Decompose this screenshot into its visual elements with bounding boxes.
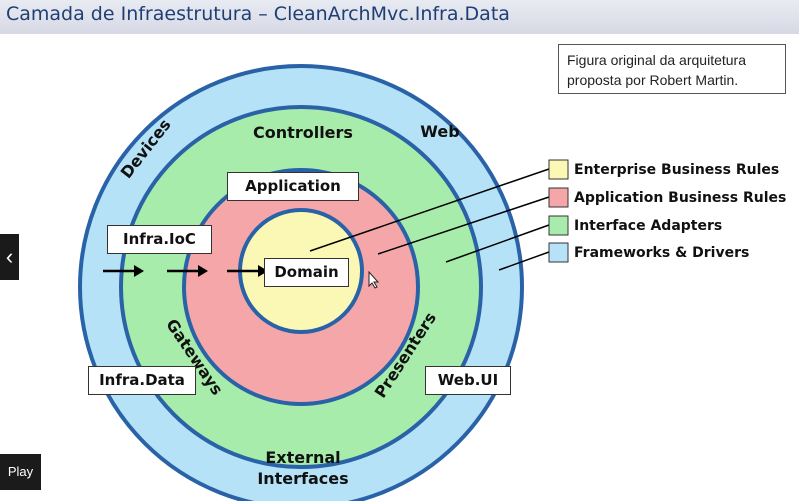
pointer-enterprise bbox=[309, 168, 550, 252]
legend-swatch-enterprise bbox=[548, 159, 569, 180]
figure-note: Figura original da arquitetura proposta … bbox=[558, 44, 786, 94]
ring-label-interfaces: Interfaces bbox=[257, 469, 348, 488]
pointer-interface bbox=[445, 224, 550, 263]
box-infra-data: Infra.Data bbox=[88, 366, 196, 395]
legend-label-application: Application Business Rules bbox=[574, 190, 786, 206]
figure-note-line2: proposta por Robert Martin. bbox=[567, 72, 739, 88]
arrow-head bbox=[258, 265, 268, 277]
title-bar: Camada de Infraestrutura – CleanArchMvc.… bbox=[0, 0, 799, 34]
box-domain: Domain bbox=[264, 258, 349, 287]
legend-label-frameworks: Frameworks & Drivers bbox=[574, 245, 749, 261]
legend-swatch-frameworks bbox=[548, 242, 569, 263]
box-infra-ioc: Infra.IoC bbox=[107, 225, 212, 254]
legend-label-interface: Interface Adapters bbox=[574, 218, 722, 234]
play-button[interactable]: Play bbox=[0, 454, 41, 490]
mouse-cursor-icon bbox=[368, 270, 380, 289]
legend-swatches bbox=[548, 159, 569, 263]
figure-note-line1: Figura original da arquitetura bbox=[567, 52, 746, 68]
ring-label-controllers: Controllers bbox=[253, 123, 353, 142]
arrow-head bbox=[134, 265, 144, 277]
box-application: Application bbox=[227, 172, 359, 201]
arrow-heads bbox=[134, 265, 268, 277]
legend-swatch-interface bbox=[548, 215, 569, 236]
legend-swatch-application bbox=[548, 187, 569, 208]
legend-pointer-lines bbox=[309, 168, 550, 271]
pointer-application bbox=[377, 196, 550, 255]
previous-slide-button[interactable]: ‹ bbox=[0, 234, 19, 280]
ring-label-external: External bbox=[265, 448, 340, 467]
box-web-ui: Web.UI bbox=[425, 366, 511, 395]
pointer-frameworks bbox=[498, 251, 550, 271]
ring-label-web: Web bbox=[420, 122, 459, 141]
chevron-left-icon: ‹ bbox=[5, 244, 14, 269]
arrow-head bbox=[198, 265, 208, 277]
legend-label-enterprise: Enterprise Business Rules bbox=[574, 162, 779, 178]
slide-title: Camada de Infraestrutura – CleanArchMvc.… bbox=[6, 3, 510, 25]
